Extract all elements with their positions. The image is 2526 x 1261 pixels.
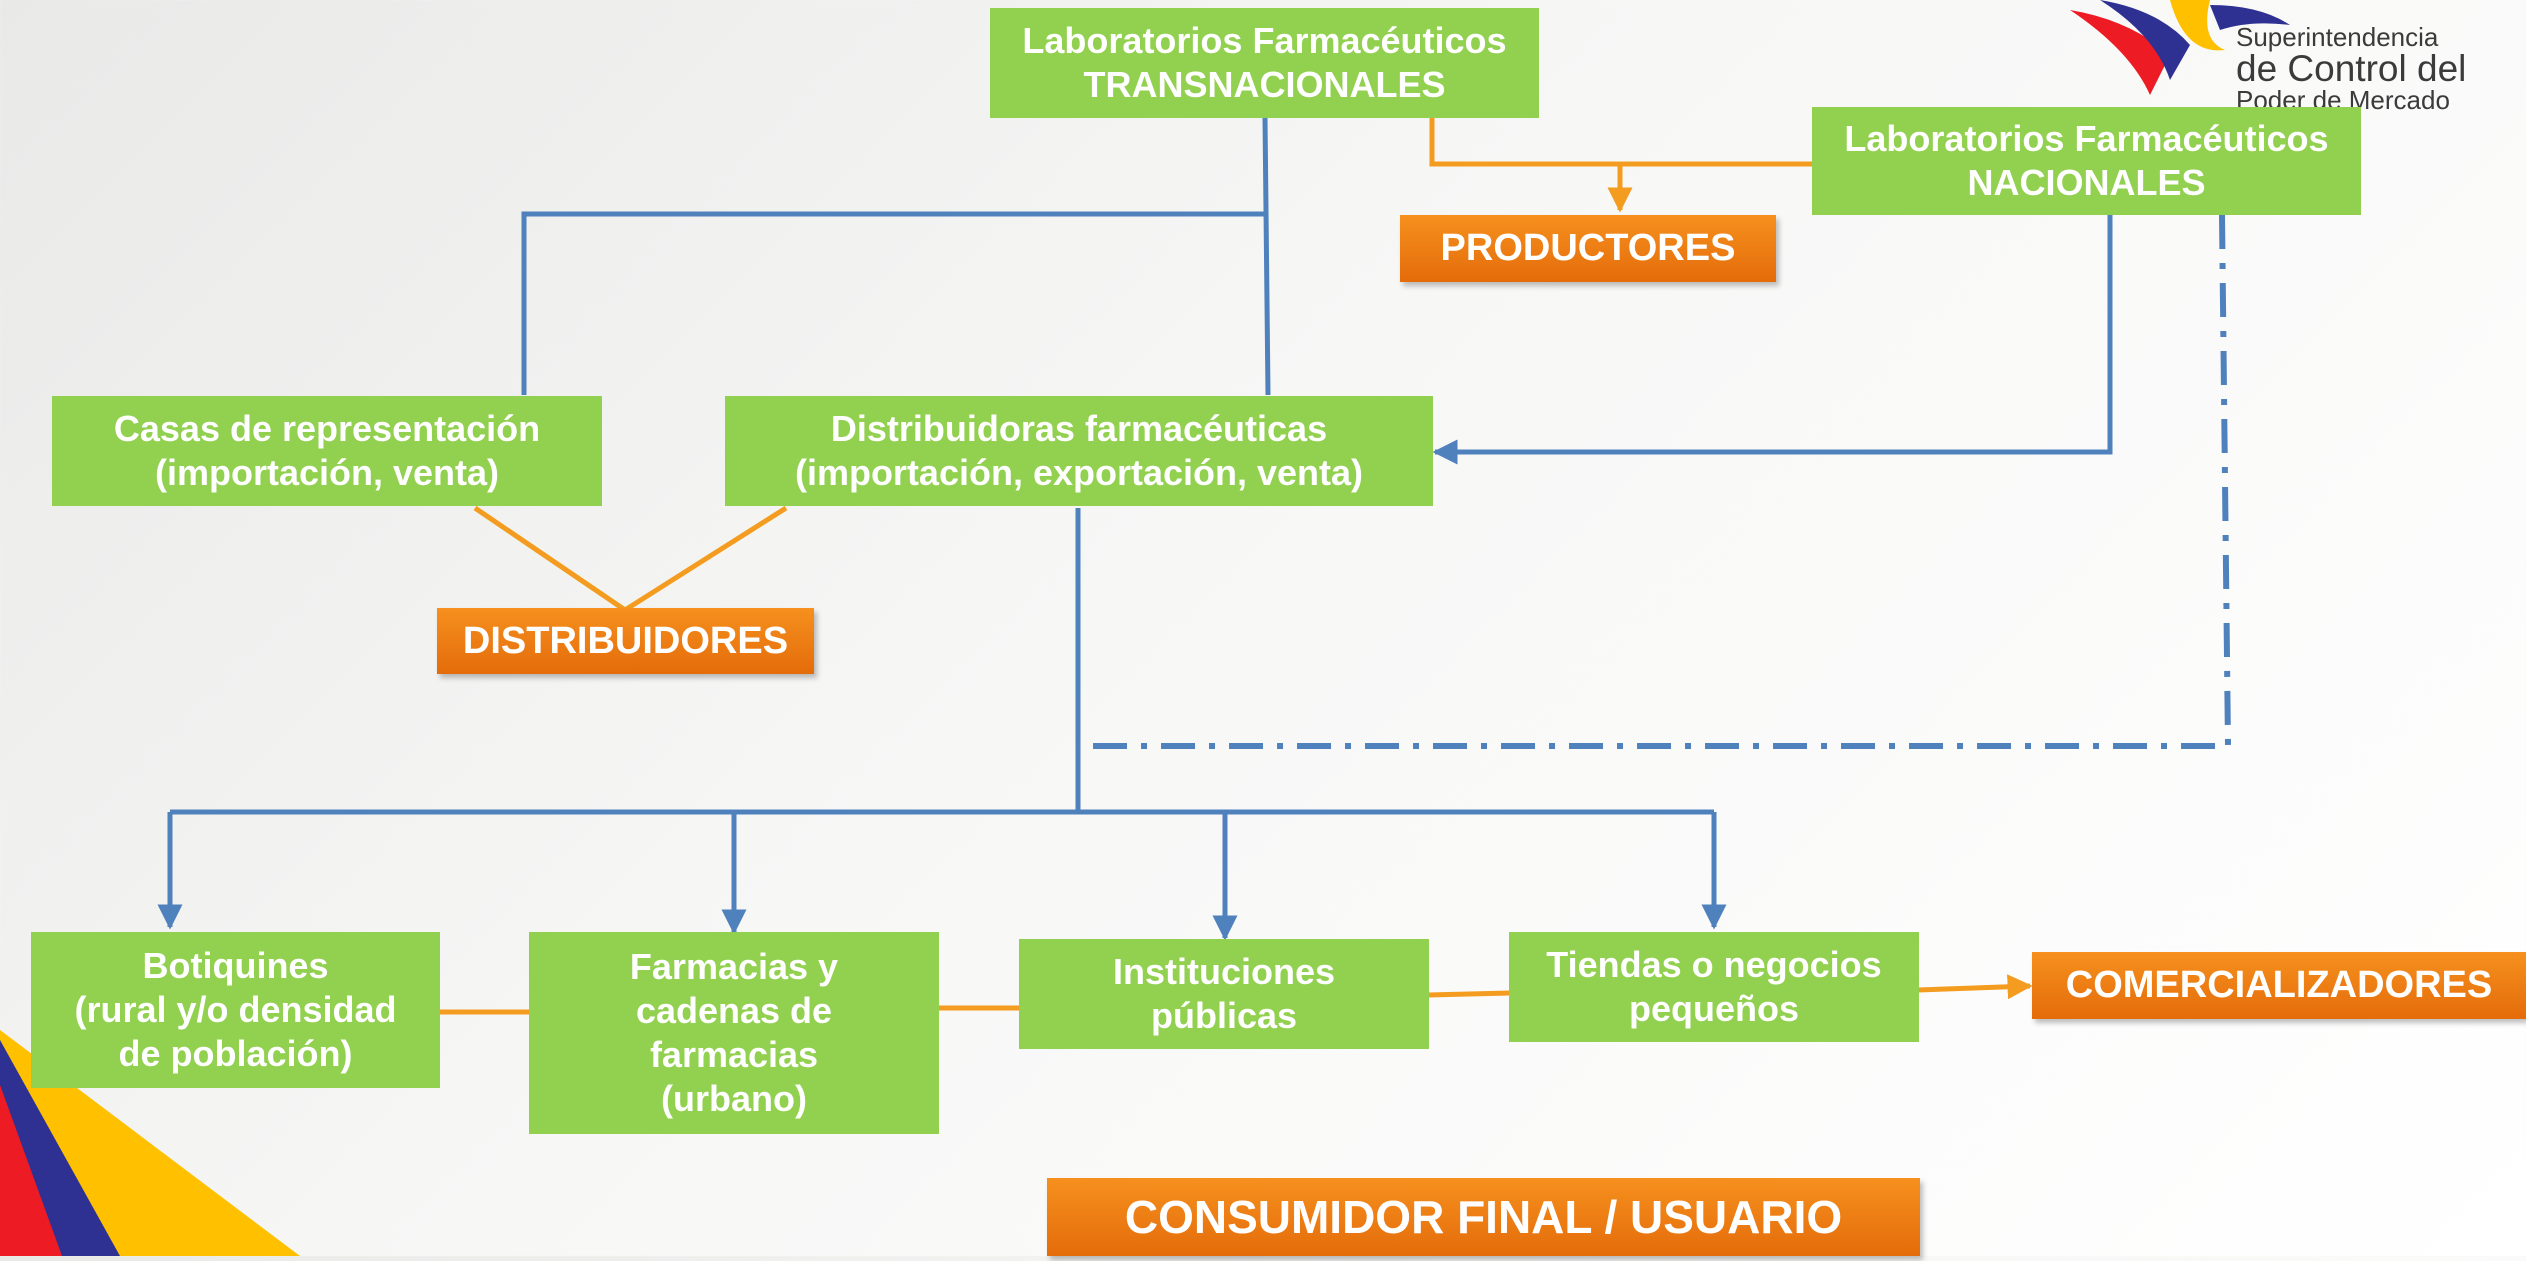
edge-trans-to-casas [521, 211, 1265, 395]
logo [2060, 0, 2526, 110]
edge-instituciones-tiendas [1427, 990, 1511, 998]
edge-nacionales-to-productores [1429, 116, 1812, 167]
node-comercializadores: COMERCIALIZADORES [2032, 952, 2526, 1019]
node-consumidor-final: CONSUMIDOR FINAL / USUARIO [1047, 1178, 1920, 1256]
node-tiendas: Tiendas o negocios pequeños [1509, 932, 1919, 1042]
logo-bird-icon [2070, 0, 2290, 95]
edge-trans-trunk [1262, 117, 1271, 396]
logo-text: Superintendencia de Control del Poder de… [2236, 24, 2526, 113]
node-distribuidores: DISTRIBUIDORES [437, 608, 814, 674]
node-casas-representacion: Casas de representación (importación, ve… [52, 396, 602, 506]
node-lab-transnacionales: Laboratorios Farmacéuticos TRANSNACIONAL… [990, 8, 1539, 118]
node-botiquines: Botiquines (rural y/o densidad de poblac… [31, 932, 440, 1088]
node-instituciones-publicas: Instituciones públicas [1019, 939, 1429, 1049]
node-productores: PRODUCTORES [1400, 215, 1776, 282]
edge-nacionales-to-distribuidoras [1432, 215, 2113, 465]
org-name-line1: Superintendencia [2236, 22, 2439, 52]
node-farmacias: Farmacias y cadenas de farmacias (urbano… [529, 932, 939, 1134]
edge-tiendas-to-comercializadores [1917, 974, 2033, 1000]
node-distribuidoras: Distribuidoras farmacéuticas (importació… [725, 396, 1433, 506]
node-lab-nacionales: Laboratorios Farmacéuticos NACIONALES [1812, 107, 2361, 215]
org-name-line2: de Control del [2236, 48, 2467, 89]
edge-casas-to-distribuidores [473, 505, 627, 613]
edge-distribuidoras-to-distribuidores [623, 505, 788, 613]
